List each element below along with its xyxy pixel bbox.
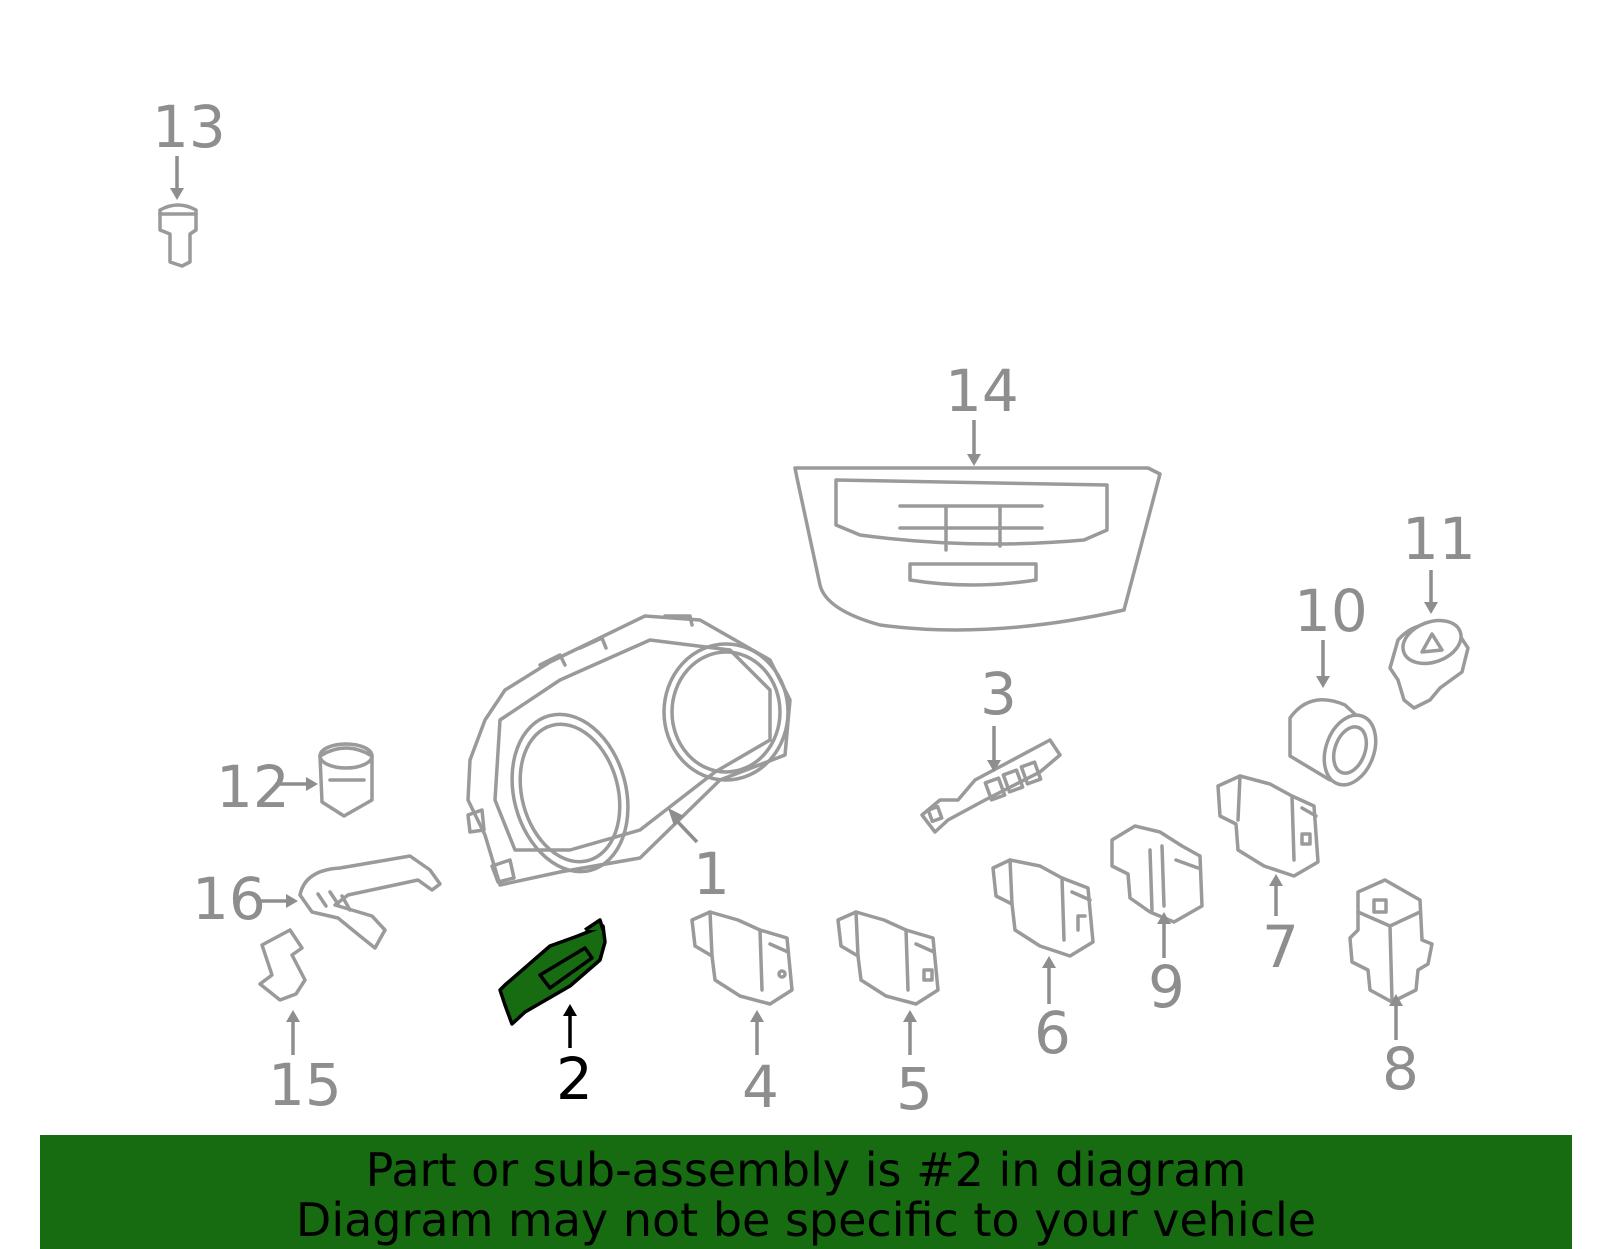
arrow-11 — [1424, 570, 1438, 614]
part-1-instrument-cluster — [466, 614, 792, 887]
part-2-switch — [498, 918, 607, 1026]
callout-13: 13 — [152, 93, 226, 161]
arrow-8 — [1389, 994, 1403, 1040]
arrow-16 — [258, 894, 298, 908]
callout-7: 7 — [1262, 913, 1299, 981]
part-9-switch — [1110, 824, 1204, 924]
banner-line-1: Part or sub-assembly is #2 in diagram — [365, 1143, 1247, 1197]
arrow-4 — [750, 1010, 764, 1055]
part-7-switch — [1216, 774, 1320, 878]
callout-8: 8 — [1382, 1035, 1419, 1103]
part-6-switch — [991, 858, 1095, 958]
part-8-switch — [1348, 878, 1434, 1004]
part-12-switch — [318, 742, 374, 818]
arrow-1 — [668, 808, 699, 844]
callout-4: 4 — [742, 1053, 779, 1121]
arrow-3 — [987, 726, 1001, 772]
part-11-switch — [1388, 618, 1470, 710]
callout-10: 10 — [1294, 577, 1368, 645]
callout-2: 2 — [556, 1045, 593, 1113]
info-banner: Part or sub-assembly is #2 in diagram Di… — [40, 1135, 1572, 1249]
banner-line-2: Diagram may not be specific to your vehi… — [295, 1193, 1317, 1247]
callout-15: 15 — [268, 1051, 342, 1119]
arrow-2 — [563, 1004, 577, 1048]
part-5-switch — [836, 910, 940, 1006]
arrow-9 — [1157, 912, 1171, 958]
part-15-bracket — [258, 928, 307, 1002]
arrow-12 — [280, 777, 318, 791]
part-10-switch — [1288, 698, 1378, 787]
callout-9: 9 — [1148, 953, 1185, 1021]
callout-3: 3 — [980, 660, 1017, 728]
part-3-switch-panel — [920, 738, 1062, 834]
callout-14: 14 — [945, 357, 1019, 425]
arrow-7 — [1269, 874, 1283, 916]
part-14-bezel — [793, 466, 1162, 632]
callout-1: 1 — [693, 840, 730, 908]
arrow-6 — [1042, 956, 1056, 1004]
callout-6: 6 — [1034, 999, 1071, 1067]
callout-16: 16 — [192, 865, 266, 933]
arrow-13 — [170, 156, 184, 200]
arrow-5 — [903, 1010, 917, 1055]
arrow-15 — [286, 1010, 300, 1055]
arrow-14 — [967, 420, 981, 466]
callout-11: 11 — [1402, 505, 1476, 573]
callout-5: 5 — [896, 1055, 933, 1123]
part-13-clip — [158, 203, 198, 268]
part-16-harness — [298, 854, 442, 950]
callout-12: 12 — [216, 753, 290, 821]
part-4-switch — [690, 910, 794, 1006]
arrow-10 — [1316, 640, 1330, 688]
